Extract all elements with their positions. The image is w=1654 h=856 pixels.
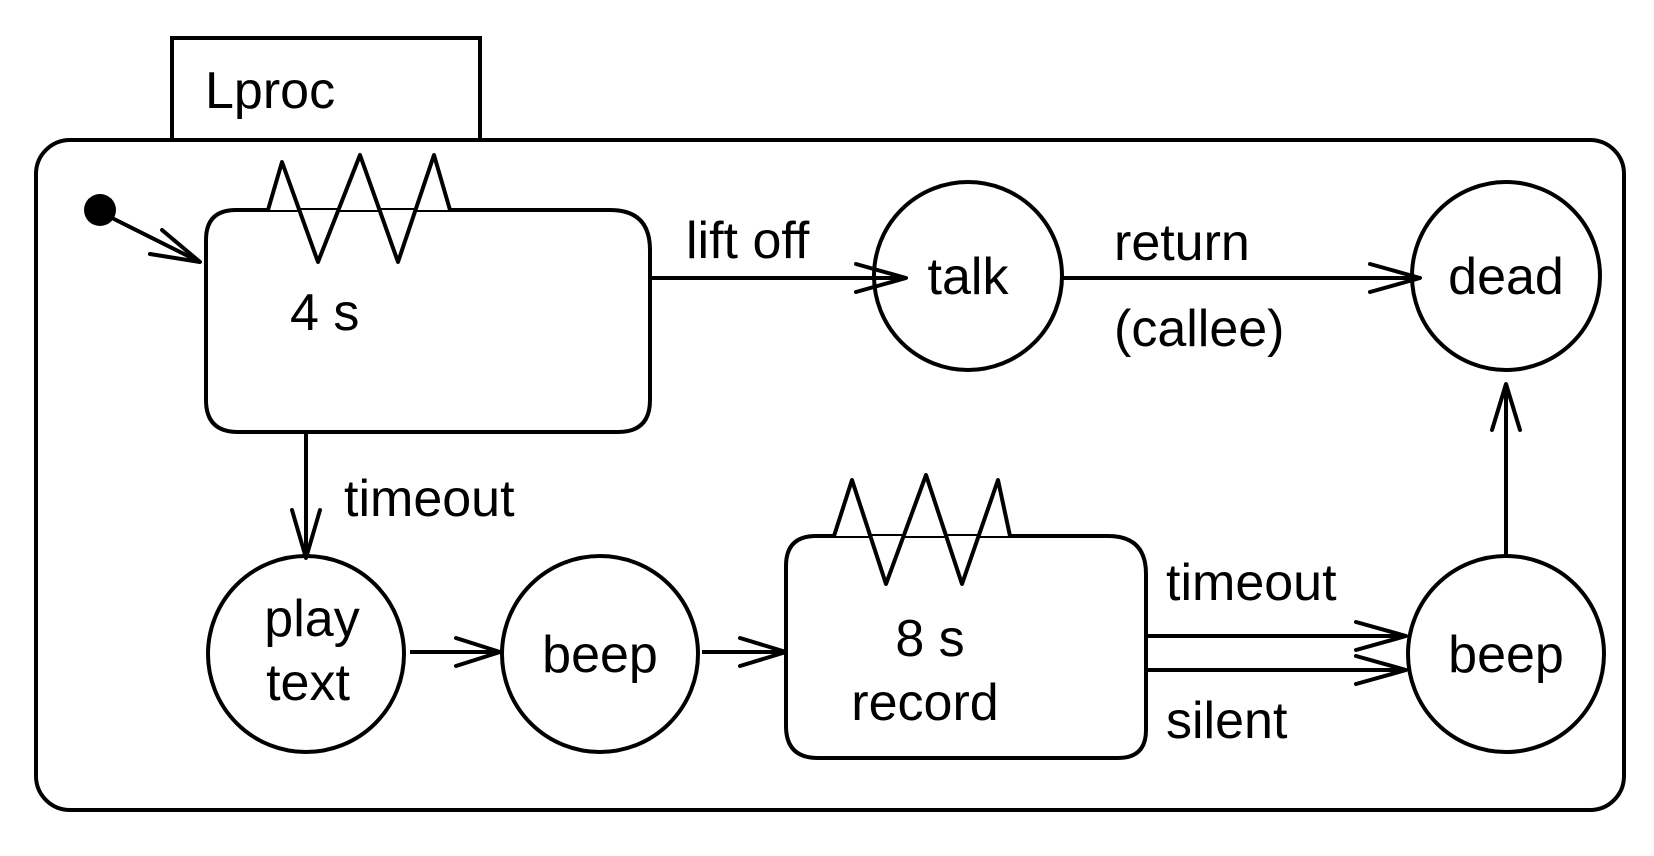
transition-return: return (callee) [1062,214,1422,358]
initial-state-dot [84,194,116,226]
state-talk-label: talk [928,248,1010,306]
transition-timeout-down: timeout [290,432,515,560]
timer-zigzag-icon [266,153,452,264]
transition-return-label-callee: (callee) [1114,300,1285,358]
transition-lift-off-label: lift off [686,212,810,270]
transition-beep-to-dead [1490,382,1522,556]
state-record-label-line1: 8 s [895,610,964,668]
state-beep-first-label: beep [542,626,658,684]
timer-zigzag-icon [832,473,1012,586]
state-talk: talk [872,180,1064,372]
transition-timeout-down-label: timeout [344,470,515,528]
transition-timeout-record: timeout [1146,554,1408,652]
state-dead: dead [1410,180,1602,372]
state-dead-label: dead [1448,248,1564,306]
frame-tab-label: Lproc [205,62,335,120]
state-record-8s: 8 s record [784,473,1148,760]
transition-return-label: return [1114,214,1250,272]
state-beep-second: beep [1406,554,1606,754]
transition-play-to-beep [410,636,502,668]
state-play-text: play text [206,554,406,754]
state-beep-second-label: beep [1448,626,1564,684]
frame-tab: Lproc [170,36,482,144]
state-record-label-line2: record [851,674,998,732]
state-play-label-line1: play [264,590,359,648]
state-play-label-line2: text [266,654,350,712]
transition-beep-to-record [702,636,788,668]
transition-silent: silent [1146,654,1408,750]
state-wait-label: 4 s [290,284,359,342]
transition-timeout-record-label: timeout [1166,554,1337,612]
state-wait-4s: 4 s [204,153,652,434]
initial-transition [111,216,202,264]
transition-lift-off: lift off [650,212,908,294]
transition-silent-label: silent [1166,692,1288,750]
state-beep-first: beep [500,554,700,754]
